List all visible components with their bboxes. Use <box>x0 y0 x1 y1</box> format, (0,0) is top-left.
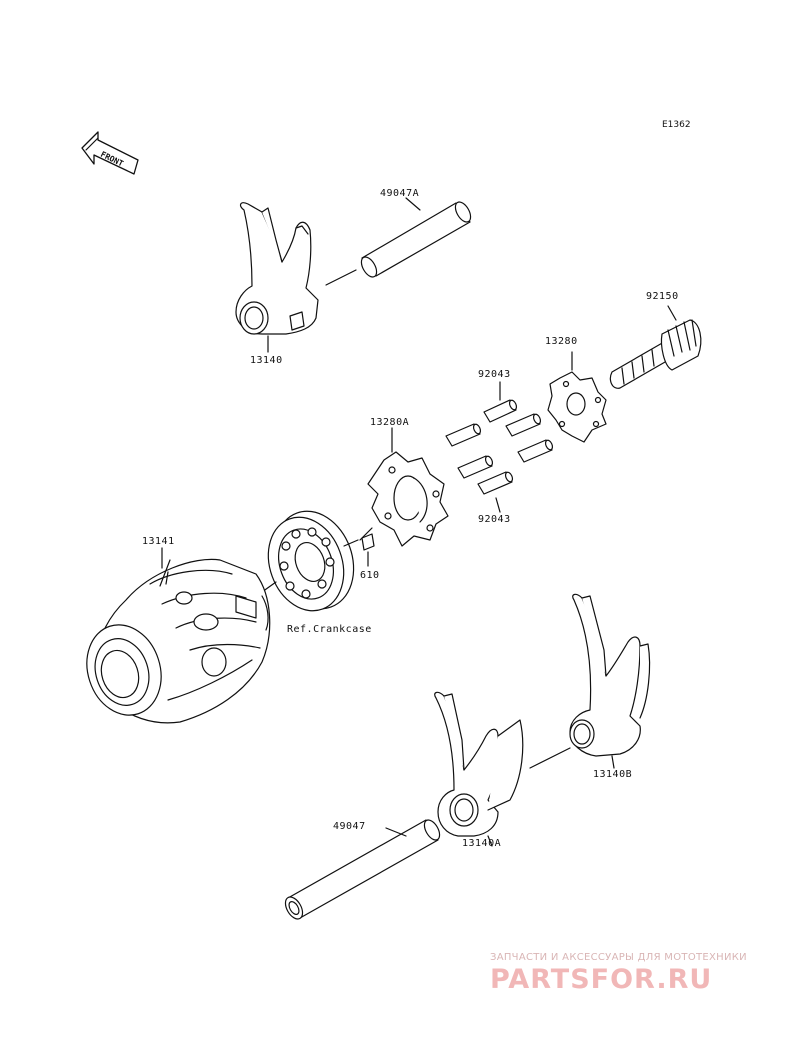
shift-fork-13140b <box>529 593 651 769</box>
part-label-13140a: 13140A <box>462 838 502 849</box>
ref-crankcase-note: Ref.Crankcase <box>287 624 372 635</box>
shift-fork-13140a <box>434 691 524 847</box>
part-label-13280a: 13280A <box>370 417 410 428</box>
pins-92043 <box>445 381 554 513</box>
pin-610 <box>361 533 375 567</box>
part-label-610: 610 <box>360 570 380 581</box>
front-arrow-icon: FRONT <box>81 131 139 175</box>
shift-fork-13140 <box>235 202 319 353</box>
part-label-92043-bottom: 92043 <box>478 514 511 525</box>
part-label-13140: 13140 <box>250 355 283 366</box>
shift-drum-13141 <box>86 547 271 724</box>
part-label-49047a: 49047A <box>380 188 420 199</box>
pin-plate-13280a <box>359 427 449 547</box>
part-label-13280: 13280 <box>545 336 578 347</box>
watermark-tagline: ЗАПЧАСТИ И АКСЕССУАРЫ ДЛЯ МОТОТЕХНИКИ <box>490 952 747 963</box>
bolt-92150 <box>609 305 702 389</box>
bearing <box>261 510 359 612</box>
shift-rod-49047a <box>325 197 472 286</box>
watermark-logo: PARTSFOR.RU <box>490 964 713 995</box>
shift-rod-49047 <box>284 819 441 920</box>
part-label-92043-top: 92043 <box>478 369 511 380</box>
part-label-49047: 49047 <box>333 821 366 832</box>
diagram-code: E1362 <box>662 120 691 130</box>
part-label-92150: 92150 <box>646 291 679 302</box>
part-label-13141: 13141 <box>142 536 175 547</box>
pin-plate-13280 <box>547 351 607 443</box>
part-label-13140b: 13140B <box>593 769 633 780</box>
